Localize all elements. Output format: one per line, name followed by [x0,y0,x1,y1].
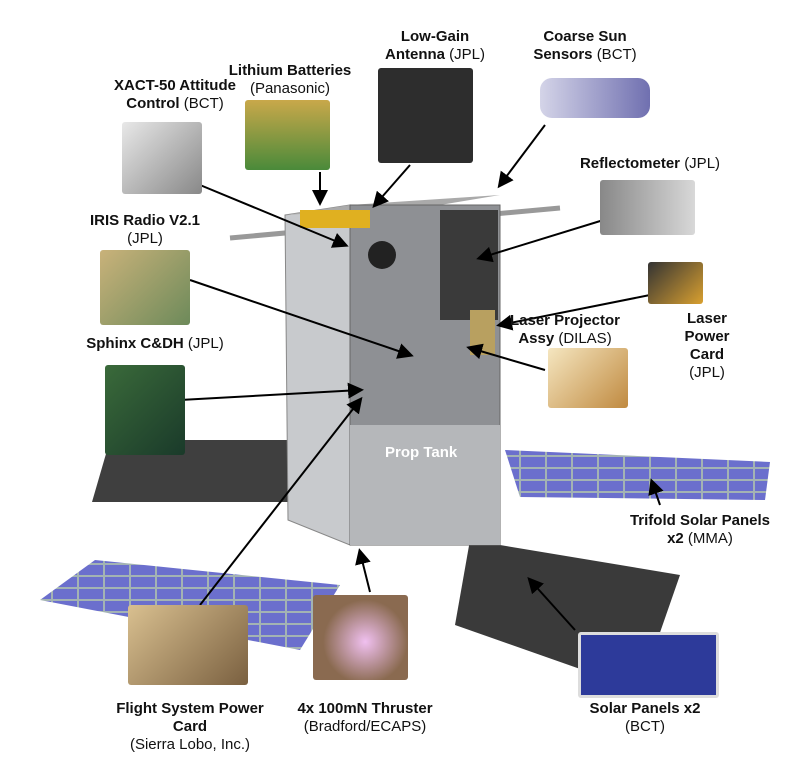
fspc-image [128,605,248,685]
label-thruster: 4x 100mN Thruster(Bradford/ECAPS) [297,700,433,735]
thruster-image [313,595,408,680]
body-side [284,204,351,546]
label-xact: XACT-50 Attitude Control (BCT) [114,77,236,112]
label-antenna: Low-Gain Antenna (JPL) [385,28,486,63]
label-trifold: Trifold Solar Panels x2 (MMA) [629,512,771,547]
label-fspc: Flight System Power Card(Sierra Lobo, In… [116,700,264,753]
solar-array-right [505,450,770,500]
label-prop-tank: Prop Tank [385,444,458,461]
iris-image [100,250,190,325]
sun-sensors-image [540,78,650,118]
laser-projector-image [548,348,628,408]
label-iris: IRIS Radio V2.1(JPL) [89,212,201,247]
label-laser-power: Laser Power Card (JPL) [684,310,730,381]
label-sun: Coarse Sun Sensors (BCT) [533,28,637,63]
label-sphinx: Sphinx C&DH (JPL) [86,335,224,352]
xact-image [122,122,202,194]
solar-image [578,632,719,698]
reflectometer-image [600,180,695,235]
antenna-image [378,68,473,163]
label-solar: Solar Panels x2 (BCT) [589,700,701,735]
ground-plane-left [92,440,290,502]
label-reflectometer: Reflectometer (JPL) [579,155,721,172]
laser-power-image [648,262,703,304]
sphinx-image [105,365,185,455]
label-batteries: Lithium Batteries(Panasonic) [228,62,352,97]
batteries-image [245,100,330,170]
label-laser-projector: Laser Projector Assy (DILAS) [509,312,621,347]
